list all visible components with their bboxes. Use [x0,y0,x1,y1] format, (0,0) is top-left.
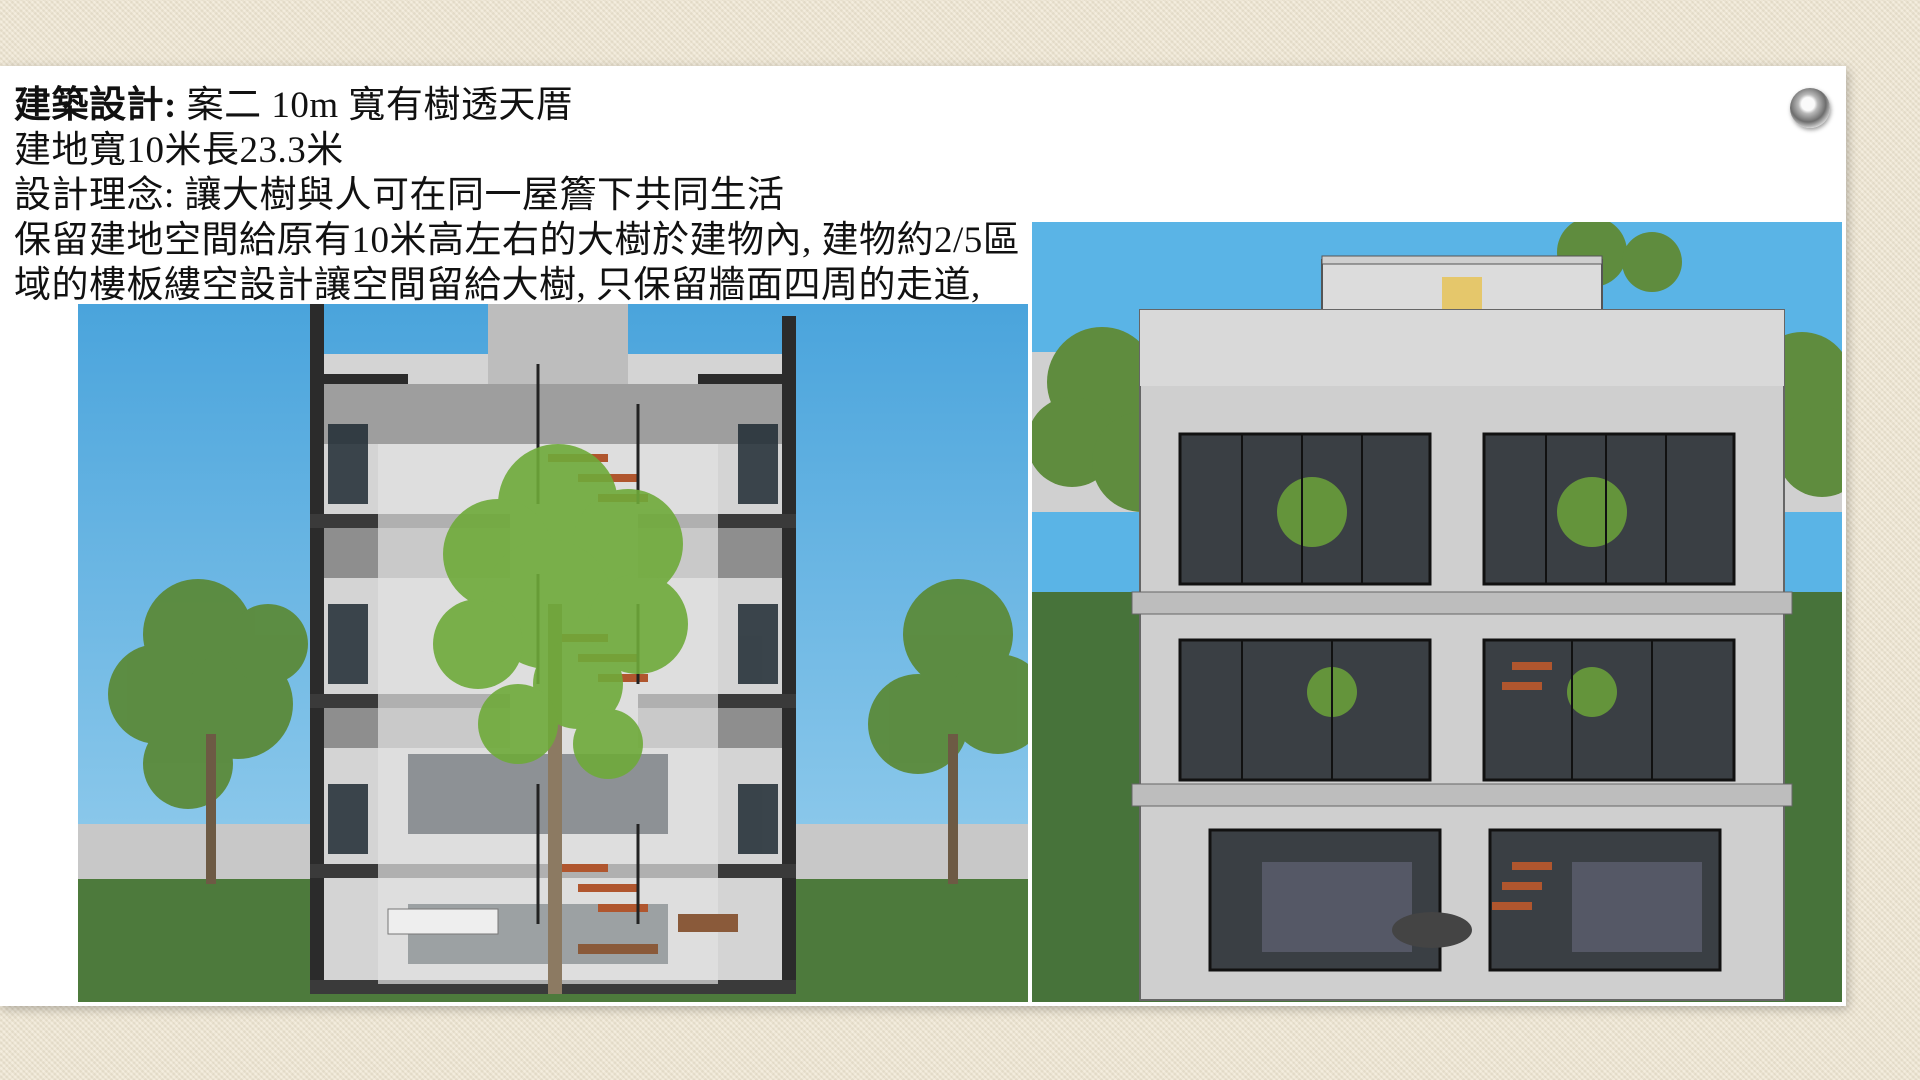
title-label: 建築設計: [14,85,177,126]
facade-render-image [1032,222,1842,1002]
title-line: 建築設計: 案二 10m 寬有樹透天厝 [14,74,573,128]
slide-text-block: 建築設計: 案二 10m 寬有樹透天厝 建地寬10米長23.3米 設計理念: 讓… [0,66,1030,306]
building-facade-render [1032,222,1842,1002]
title-text: 案二 10m 寬有樹透天厝 [176,85,574,126]
section-render-image [78,304,1028,1002]
site-size-line: 建地寬10米長23.3米 [14,130,344,171]
building-section-render [78,304,1028,1002]
description-line-1: 保留建地空間給原有10米高左右的大樹於建物內, 建物約2/5區 [14,220,1021,261]
description-line-2: 域的樓板縷空設計讓空間留給大樹, 只保留牆面四周的走道, [14,265,981,306]
pushpin-icon [1790,88,1830,128]
concept-line: 設計理念: 讓大樹與人可在同一屋簷下共同生活 [14,175,785,216]
